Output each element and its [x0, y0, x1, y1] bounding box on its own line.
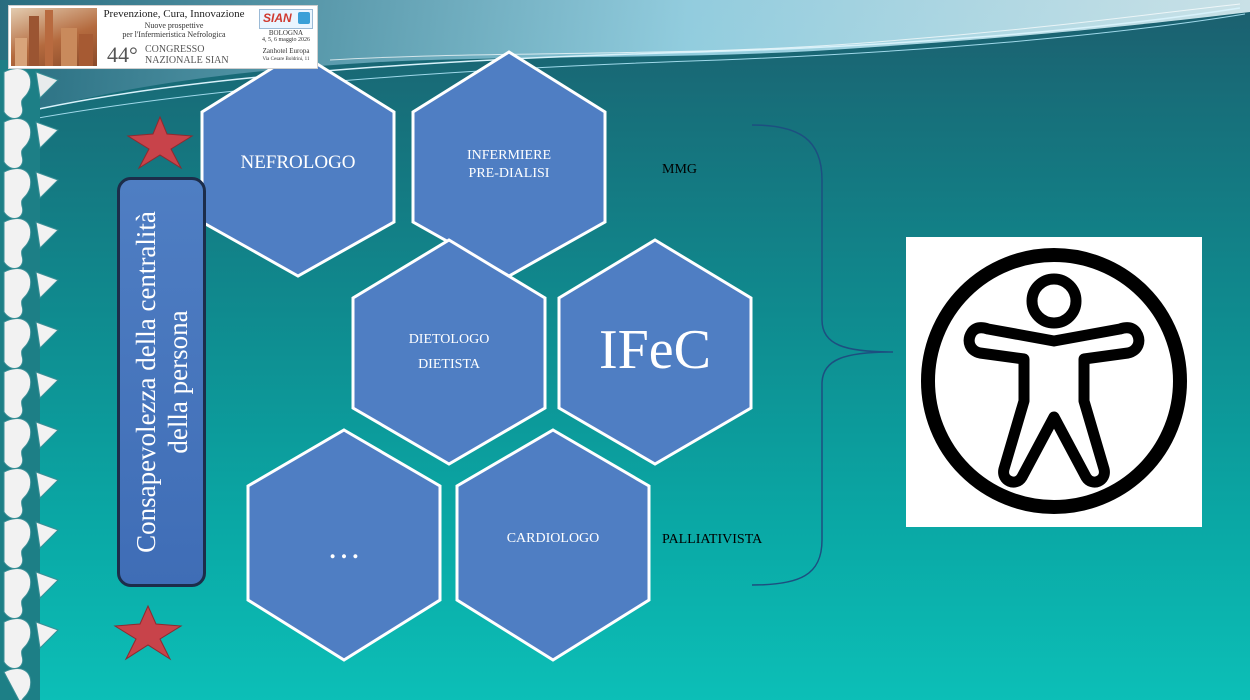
- hexagon-ifec: [557, 238, 753, 466]
- congress-address: Via Cesare Boldrini, 11: [262, 57, 310, 62]
- label-palliativista: PALLIATIVISTA: [662, 532, 763, 547]
- congress-number: 44°: [107, 42, 138, 67]
- bologna-towers-photo: [11, 8, 97, 66]
- congress-dates: 4, 5, 6 maggio 2026: [262, 37, 310, 43]
- congress-line-1: CONGRESSO: [145, 44, 205, 55]
- hexagon-label-ifec: IFeC: [599, 319, 711, 381]
- hexagon-label-cardiologo: CARDIOLOGO: [506, 531, 600, 546]
- hexagon-label-ellipsis: …: [327, 529, 361, 566]
- congress-logo: Prevenzione, Cura, Innovazione Nuove pro…: [8, 5, 318, 69]
- sian-logo: SIAN: [259, 9, 313, 29]
- hexagon-label-dietologo-2: DIETISTA: [418, 357, 480, 372]
- congress-title: Prevenzione, Cura, Innovazione: [103, 8, 245, 20]
- hexagon-dietologo: [351, 238, 547, 466]
- hexagon-label-nefrologo: NEFROLOGO: [240, 152, 356, 173]
- congress-subtitle-2: per l'Infermieristica Nefrologica: [122, 30, 226, 39]
- curly-brace: [751, 124, 894, 586]
- hexagon-label-dietologo-1: DIETOLOGO: [408, 332, 490, 347]
- hexagon-label-infermiere-1: INFERMIERE: [467, 148, 551, 163]
- star-icon-top: [126, 115, 194, 170]
- star-icon-bottom: [113, 604, 183, 661]
- congress-venue: Zanhotel Europa: [262, 47, 310, 55]
- congress-city: BOLOGNA: [268, 29, 304, 37]
- congress-line-2: NAZIONALE SIAN: [145, 55, 229, 66]
- awareness-label: Consapevolezza della centralità della pe…: [130, 211, 193, 553]
- hexagon-nefrologo: [200, 50, 396, 278]
- hexagon-ellipsis: [246, 428, 442, 662]
- label-mmg: MMG: [662, 162, 698, 177]
- universal-access-icon: [921, 248, 1187, 514]
- sian-brand: SIAN: [263, 11, 292, 25]
- sian-mark-icon: [298, 12, 310, 24]
- hexagon-label-infermiere-2: PRE-DIALISI: [468, 166, 550, 181]
- hexagon-infermiere: [411, 50, 607, 278]
- awareness-box: Consapevolezza della centralità della pe…: [117, 177, 206, 587]
- hexagon-cardiologo: [455, 428, 651, 662]
- accessibility-card: [906, 237, 1202, 527]
- congress-subtitle-1: Nuove prospettive: [144, 21, 204, 30]
